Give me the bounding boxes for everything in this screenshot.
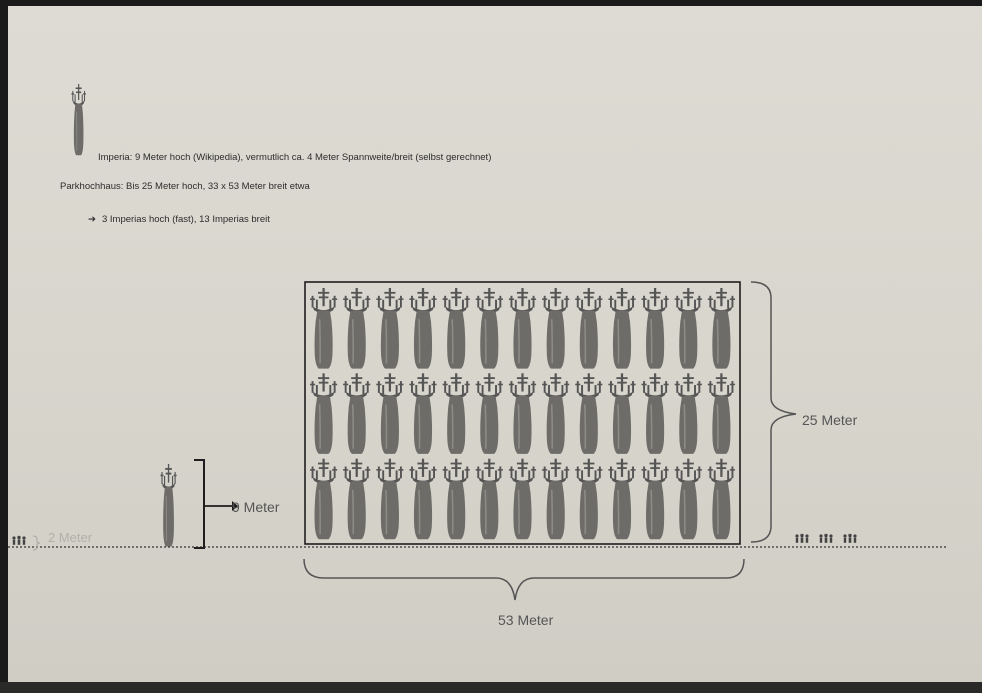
photo-bottom-edge bbox=[0, 682, 982, 693]
grid-imperia-icon bbox=[343, 373, 370, 454]
grid-imperia-icon bbox=[443, 373, 470, 454]
grid-imperia-icon bbox=[575, 373, 602, 454]
imperia-grid bbox=[310, 288, 735, 539]
person-group-icon bbox=[843, 534, 856, 543]
grid-imperia-icon bbox=[476, 373, 503, 454]
parkhaus-note: Parkhochhaus: Bis 25 Meter hoch, 33 x 53… bbox=[60, 181, 310, 192]
height-25-label: 25 Meter bbox=[802, 412, 857, 428]
person-group-icon bbox=[819, 534, 832, 543]
person-group-icon bbox=[12, 536, 25, 545]
width-53-label: 53 Meter bbox=[498, 612, 553, 628]
grid-imperia-icon bbox=[310, 459, 337, 540]
person-group-icon bbox=[795, 534, 808, 543]
drawing-canvas bbox=[8, 6, 982, 688]
paper-sheet: Imperia: 9 Meter hoch (Wikipedia), vermu… bbox=[8, 6, 982, 688]
height-25-brace bbox=[751, 282, 796, 542]
grid-imperia-icon bbox=[443, 288, 470, 369]
result-note: ➔ 3 Imperias hoch (fast), 13 Imperias bre… bbox=[88, 214, 270, 225]
grid-imperia-icon bbox=[642, 373, 669, 454]
grid-imperia-icon bbox=[608, 373, 635, 454]
grid-imperia-icon bbox=[542, 373, 569, 454]
grid-imperia-icon bbox=[376, 373, 403, 454]
result-text: 3 Imperias hoch (fast), 13 Imperias brei… bbox=[102, 214, 270, 225]
width-53-brace bbox=[304, 559, 744, 600]
grid-imperia-icon bbox=[542, 288, 569, 369]
grid-imperia-icon bbox=[343, 288, 370, 369]
height-9-bracket bbox=[194, 460, 204, 548]
grid-imperia-icon bbox=[310, 373, 337, 454]
person-2-label: 2 Meter bbox=[48, 530, 92, 545]
grid-imperia-icon bbox=[476, 288, 503, 369]
grid-imperia-icon bbox=[443, 459, 470, 540]
grid-imperia-icon bbox=[708, 288, 735, 369]
grid-imperia-icon bbox=[376, 459, 403, 540]
grid-imperia-icon bbox=[708, 459, 735, 540]
grid-imperia-icon bbox=[675, 373, 702, 454]
imperia-note: Imperia: 9 Meter hoch (Wikipedia), vermu… bbox=[98, 152, 491, 163]
grid-imperia-icon bbox=[575, 288, 602, 369]
grid-imperia-icon bbox=[409, 288, 436, 369]
grid-imperia-icon bbox=[509, 373, 536, 454]
grid-imperia-icon bbox=[409, 373, 436, 454]
grid-imperia-icon bbox=[343, 459, 370, 540]
grid-imperia-icon bbox=[675, 459, 702, 540]
single-imperia-icon bbox=[160, 464, 176, 546]
grid-imperia-icon bbox=[675, 288, 702, 369]
grid-imperia-icon bbox=[575, 459, 602, 540]
grid-imperia-icon bbox=[708, 373, 735, 454]
grid-imperia-icon bbox=[310, 288, 337, 369]
grid-imperia-icon bbox=[376, 288, 403, 369]
grid-imperia-icon bbox=[642, 459, 669, 540]
grid-imperia-icon bbox=[509, 459, 536, 540]
grid-imperia-icon bbox=[476, 459, 503, 540]
arrow-icon: ➔ bbox=[88, 214, 96, 225]
grid-imperia-icon bbox=[608, 288, 635, 369]
grid-imperia-icon bbox=[542, 459, 569, 540]
grid-imperia-icon bbox=[608, 459, 635, 540]
grid-imperia-icon bbox=[409, 459, 436, 540]
height-9-label: 9 Meter bbox=[232, 499, 279, 515]
grid-imperia-icon bbox=[509, 288, 536, 369]
grid-imperia-icon bbox=[642, 288, 669, 369]
reference-imperia-icon bbox=[71, 84, 85, 155]
